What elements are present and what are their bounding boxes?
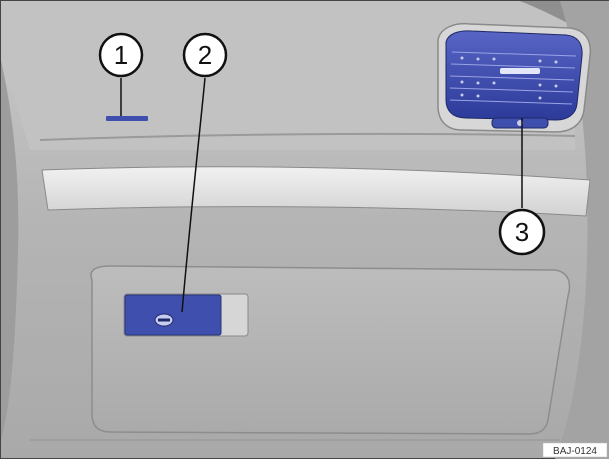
glove-box-handle — [124, 294, 222, 336]
callout-2-leader — [181, 77, 206, 313]
air-vent-grille — [449, 51, 577, 105]
air-vent — [445, 30, 583, 121]
callout-3: 3 — [498, 208, 546, 256]
air-vent-louver-dots — [460, 56, 558, 100]
passenger-airbag-marking — [106, 116, 148, 121]
air-vent-center-tab — [500, 68, 540, 74]
callout-2-number: 2 — [198, 40, 212, 70]
door-edge — [555, 1, 609, 459]
trim-strip — [41, 166, 591, 217]
figure-code-box — [542, 442, 608, 458]
lock-key-slot — [158, 318, 170, 322]
callout-1-number: 1 — [114, 40, 128, 70]
figure-code: BAJ-0124 — [553, 446, 597, 457]
callout-2: 2 — [182, 32, 228, 78]
trim-crease — [39, 132, 576, 141]
dashboard-top — [1, 1, 575, 150]
dashboard-left-edge — [1, 60, 19, 440]
callout-3-number: 3 — [515, 217, 529, 247]
callout-1: 1 — [98, 32, 144, 78]
glove-box-lid — [90, 265, 571, 435]
